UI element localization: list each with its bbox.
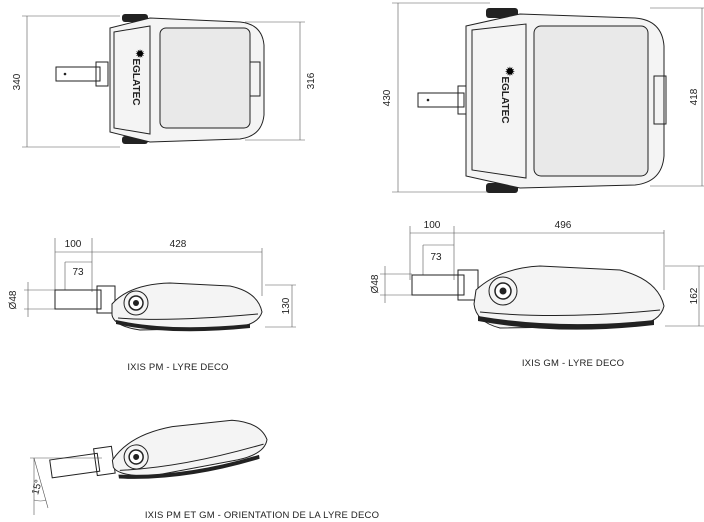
pm-side-diameter-dim: Ø48 xyxy=(8,290,19,309)
tilt-view: 15° IXIS PM ET GM - ORIENTATION DE LA LY… xyxy=(30,419,379,521)
pm-side-height-dim: 130 xyxy=(281,297,292,314)
gm-top-logo: EGLATEC xyxy=(499,76,510,123)
gm-side-height-dim: 162 xyxy=(689,287,700,304)
gm-side-diameter-dim: Ø48 xyxy=(370,274,381,293)
sun-icon: ✹ xyxy=(505,64,516,79)
pm-top-view: EGLATEC ✹ 340 316 xyxy=(12,14,317,148)
gm-top-view: EGLATEC ✹ 430 418 xyxy=(382,2,704,193)
sun-icon: ✹ xyxy=(135,47,145,61)
gm-side-view: 100 496 73 Ø48 162 IXIS GM - LYRE DECO xyxy=(370,220,704,369)
gm-side-arm-dim: 100 xyxy=(424,220,441,231)
pm-side-caption: IXIS PM - LYRE DECO xyxy=(127,362,228,373)
pm-side-body-dim: 428 xyxy=(170,239,187,250)
gm-side-caption: IXIS GM - LYRE DECO xyxy=(522,358,624,369)
gm-side-offset-dim: 73 xyxy=(430,252,442,263)
gm-top-height-right: 418 xyxy=(689,88,700,105)
gm-top-height-left: 430 xyxy=(382,89,393,106)
pm-side-arm-dim: 100 xyxy=(65,239,82,250)
tilt-angle: 15° xyxy=(30,479,45,496)
pm-side-offset-dim: 73 xyxy=(72,267,84,278)
pm-top-height-left: 340 xyxy=(12,73,23,90)
pm-top-logo: EGLATEC xyxy=(130,58,141,105)
tilt-angle-line xyxy=(33,457,49,509)
tilt-caption: IXIS PM ET GM - ORIENTATION DE LA LYRE D… xyxy=(145,510,379,521)
gm-side-body-dim: 496 xyxy=(555,220,572,231)
pm-side-view: 100 428 73 Ø48 130 IXIS PM - LYRE DECO xyxy=(8,238,296,373)
pm-top-height-right: 316 xyxy=(306,72,317,89)
